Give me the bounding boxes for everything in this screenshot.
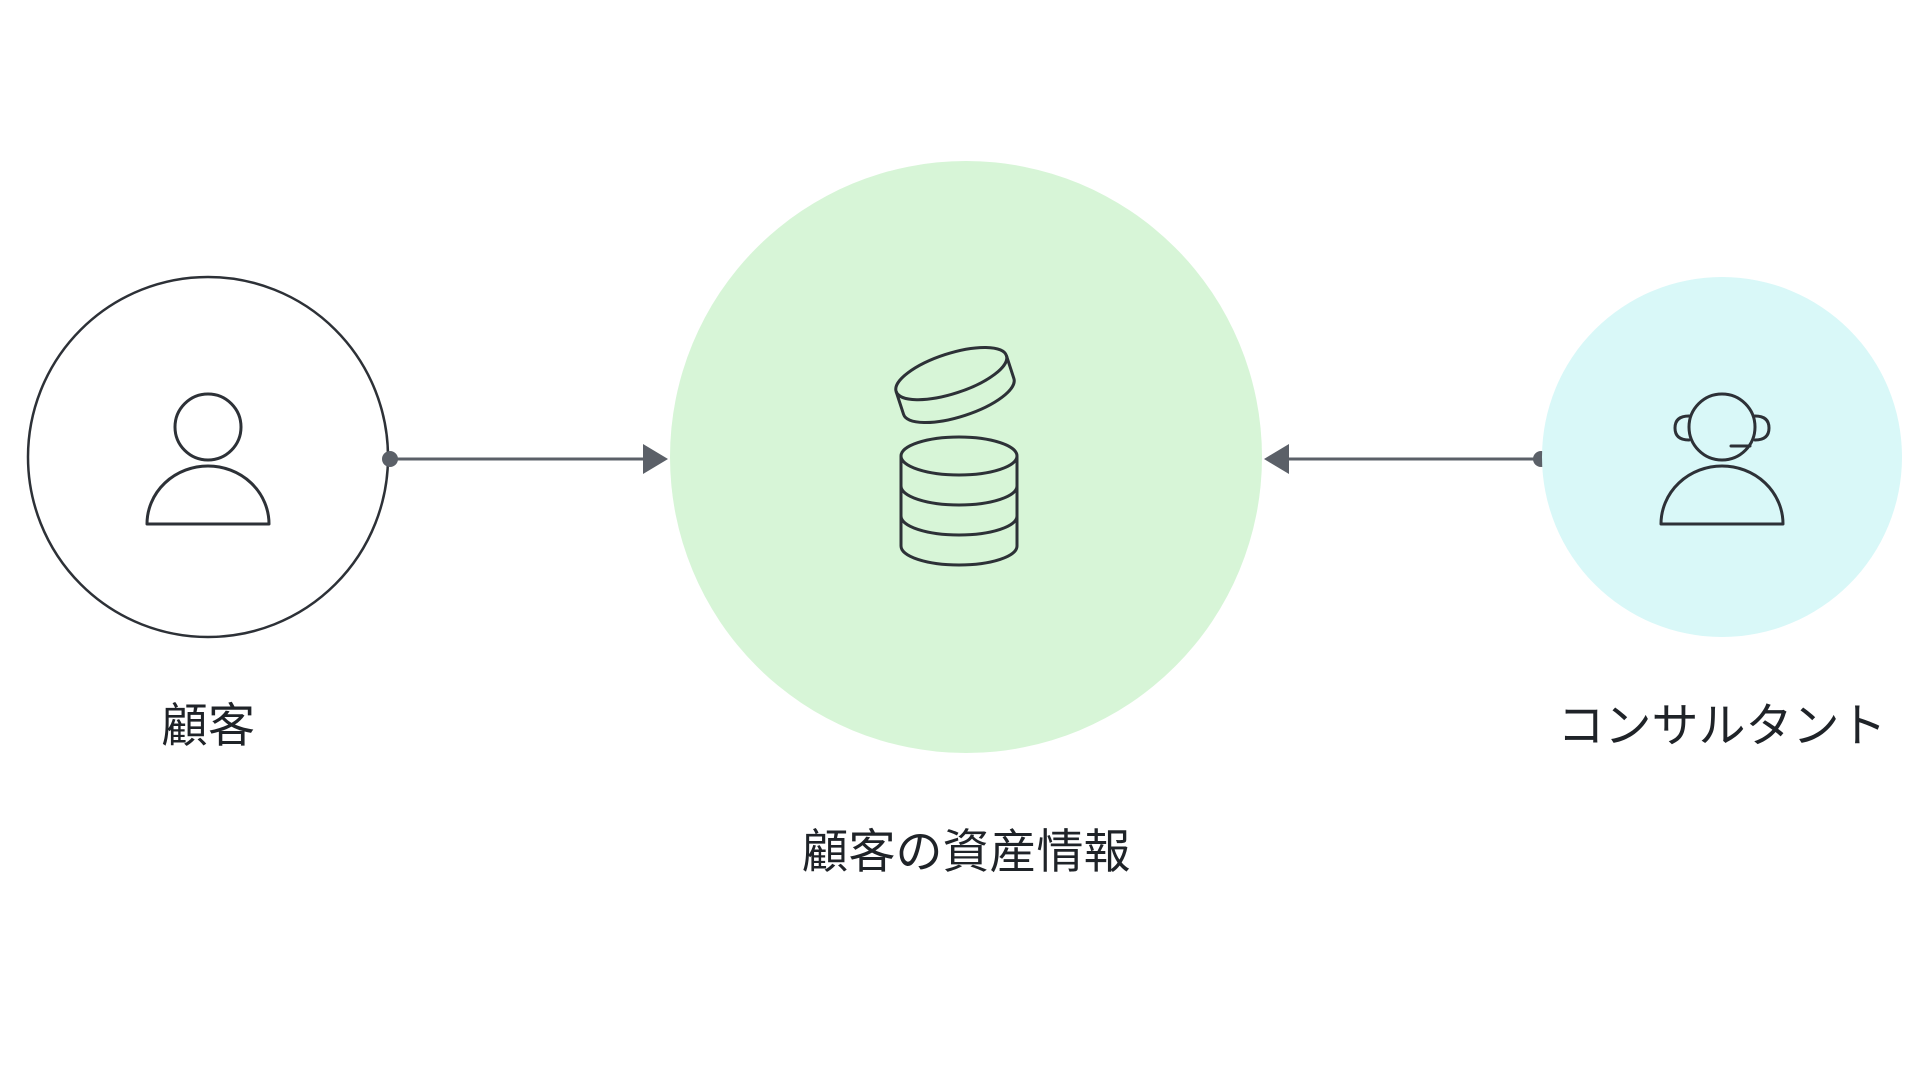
database-icon: [894, 345, 1019, 567]
assets-node-circle: [670, 161, 1262, 753]
headset-person-icon: [1659, 392, 1785, 526]
consultant-node-circle: [1542, 277, 1902, 637]
edge-arrowhead: [1264, 444, 1289, 474]
customer-node: [26, 275, 390, 639]
assets-label: 顧客の資産情報: [801, 825, 1131, 880]
edge-arrowhead: [643, 444, 668, 474]
person-icon: [145, 392, 271, 526]
customer-node-circle: [26, 275, 390, 639]
assets-node: [670, 161, 1262, 753]
edge-start-dot: [382, 451, 398, 467]
edge-consultant-to-assets: [1264, 444, 1549, 474]
consultant-label: コンサルタント: [1557, 699, 1887, 754]
consultant-node: [1542, 277, 1902, 637]
customer-label: 顧客: [161, 699, 255, 754]
edge-customer-to-assets: [382, 444, 668, 474]
